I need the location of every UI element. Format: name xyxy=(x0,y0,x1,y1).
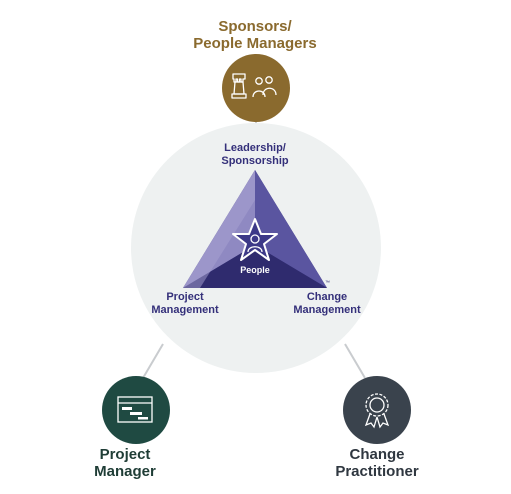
chess-rook-and-people-icon xyxy=(231,73,277,99)
project-management-label-line1: Project xyxy=(166,291,204,303)
project-management-label-line2: Management xyxy=(151,304,219,316)
project-manager-circle xyxy=(102,376,170,444)
triangle-bottom-facet xyxy=(183,245,327,288)
triangle-right-facet xyxy=(255,170,327,288)
change-management-label-line1: Change xyxy=(306,291,348,303)
change-management-label: Change Management xyxy=(282,291,372,317)
change-practitioner-label-line2: Practitioner xyxy=(335,463,419,480)
award-ribbon-icon xyxy=(364,393,390,429)
people-label: People xyxy=(240,265,270,275)
leadership-sponsorship-label: Leadership/ Sponsorship xyxy=(205,142,305,168)
change-practitioner-label: Change Practitioner xyxy=(314,446,440,480)
project-manager-label-line1: Project xyxy=(99,446,151,463)
leadership-label-line1: Leadership/ xyxy=(224,142,286,154)
change-practitioner-circle xyxy=(343,376,411,444)
leadership-label-line2: Sponsorship xyxy=(221,155,289,167)
connector-project-manager xyxy=(142,343,164,379)
sponsors-label: Sponsors/ People Managers xyxy=(155,18,355,52)
project-management-label: Project Management xyxy=(138,291,232,317)
project-manager-label-line2: Manager xyxy=(94,463,156,480)
person-star-icon xyxy=(232,218,278,261)
pct-triangle xyxy=(183,170,327,288)
sponsors-circle xyxy=(222,54,290,122)
sponsors-label-line2: People Managers xyxy=(193,35,317,52)
change-management-label-line2: Management xyxy=(293,304,361,316)
sponsors-label-line1: Sponsors/ xyxy=(218,18,292,35)
trademark-mark: ™ xyxy=(325,280,330,286)
gantt-chart-icon xyxy=(117,396,153,423)
project-manager-label: Project Manager xyxy=(70,446,180,480)
connector-change-practitioner xyxy=(344,343,366,379)
change-practitioner-label-line1: Change xyxy=(349,446,405,463)
